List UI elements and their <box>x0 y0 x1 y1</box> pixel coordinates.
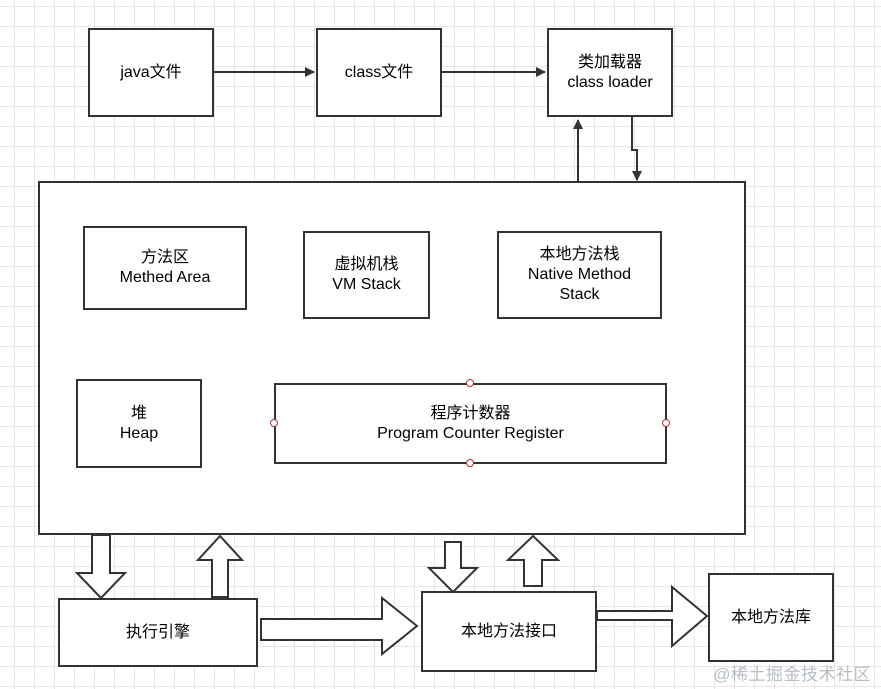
native-interface-box: 本地方法接口 <box>421 591 597 672</box>
method-area-label-cn: 方法区 <box>140 249 189 266</box>
java-file-box: java文件 <box>88 28 214 117</box>
class-loader-box: 类加载器 class loader <box>547 28 673 117</box>
block-arrow-interface-to-library <box>596 584 709 649</box>
method-area-box: 方法区 Methed Area <box>83 226 247 310</box>
heap-label-en: Heap <box>119 424 159 442</box>
block-arrow-runtime-to-interface <box>426 541 480 594</box>
native-library-label: 本地方法库 <box>730 608 811 626</box>
program-counter-label-cn: 程序计数器 <box>430 404 511 422</box>
selection-handle-bottom[interactable] <box>466 459 474 467</box>
block-arrow-interface-to-runtime <box>505 534 561 587</box>
native-method-stack-label-en-1: Native Method <box>527 266 632 283</box>
method-area-label-en: Methed Area <box>119 269 211 286</box>
vm-stack-label-cn: 虚拟机栈 <box>334 256 399 273</box>
vm-stack-box: 虚拟机栈 VM Stack <box>303 231 430 319</box>
native-method-stack-label-cn: 本地方法栈 <box>539 246 620 263</box>
class-loader-label-cn: 类加载器 <box>577 53 642 71</box>
native-library-box: 本地方法库 <box>708 573 834 662</box>
java-file-label: java文件 <box>120 63 182 81</box>
native-method-stack-box: 本地方法栈 Native Method Stack <box>497 231 662 319</box>
native-interface-label: 本地方法接口 <box>460 622 557 640</box>
execution-engine-box: 执行引擎 <box>58 598 258 667</box>
selection-handle-top[interactable] <box>466 379 474 387</box>
class-loader-label-en: class loader <box>567 73 653 91</box>
execution-engine-label: 执行引擎 <box>125 623 190 641</box>
native-method-stack-label-en-2: Stack <box>559 286 600 303</box>
program-counter-label-en: Program Counter Register <box>377 424 564 442</box>
heap-box: 堆 Heap <box>76 379 202 468</box>
class-file-label: class文件 <box>344 63 414 81</box>
vm-stack-label-en: VM Stack <box>332 276 401 293</box>
block-arrow-runtime-to-engine <box>74 534 128 600</box>
heap-label-cn: 堆 <box>130 404 147 422</box>
watermark: @稀土掘金技术社区 <box>713 665 871 684</box>
block-arrow-engine-to-runtime <box>195 534 245 598</box>
block-arrow-engine-to-interface <box>260 595 419 657</box>
arrow-loader-to-runtime <box>631 117 642 181</box>
class-file-box: class文件 <box>316 28 442 117</box>
selection-handle-right[interactable] <box>662 419 670 427</box>
program-counter-box[interactable]: 程序计数器 Program Counter Register <box>274 383 667 464</box>
selection-handle-left[interactable] <box>270 419 278 427</box>
